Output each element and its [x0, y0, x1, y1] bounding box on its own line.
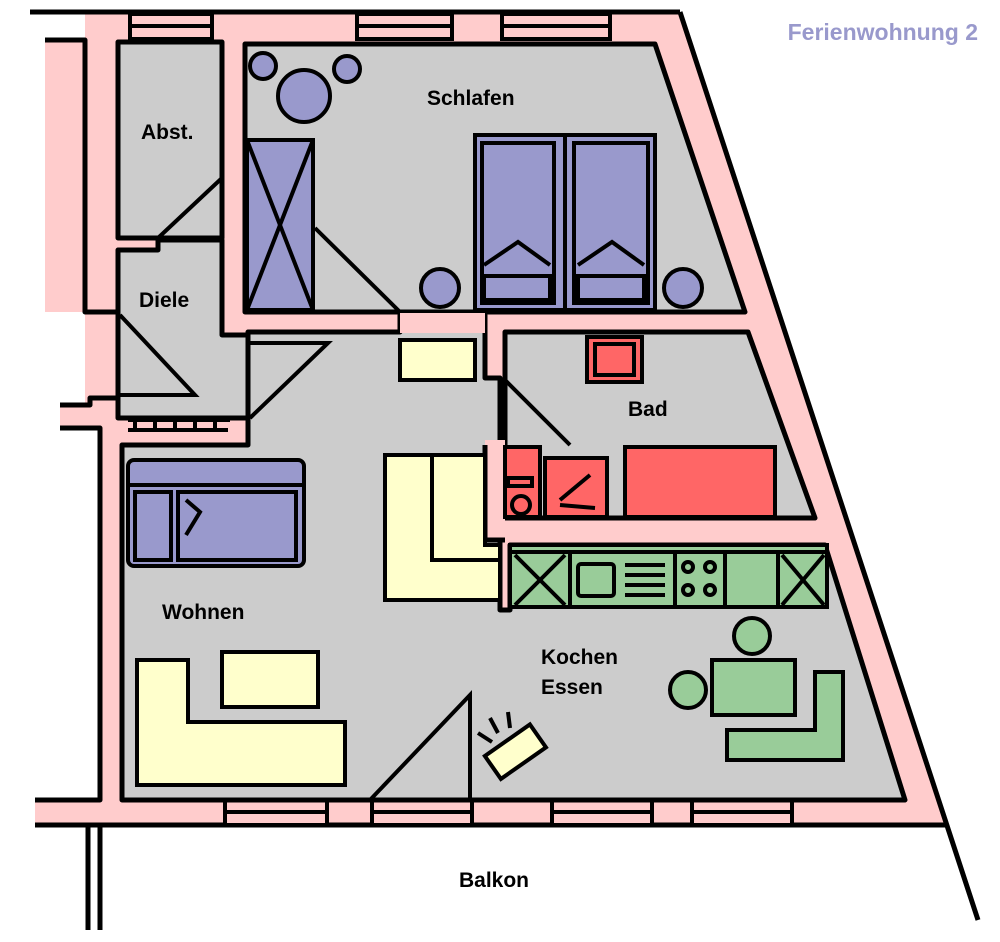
- room-abstellraum: [115, 39, 225, 241]
- bench: [725, 670, 845, 762]
- bath-fixtures: [503, 335, 777, 519]
- label-kochen: Kochen: [541, 646, 618, 669]
- windows-top: [128, 12, 612, 41]
- nightstand: [419, 267, 461, 309]
- sink: [576, 562, 616, 598]
- chair: [668, 670, 708, 710]
- corner-sofa: [135, 658, 347, 787]
- plant-icon: [332, 54, 362, 84]
- coffee-table: [220, 650, 320, 709]
- chair: [732, 616, 772, 656]
- label-balkon: Balkon: [459, 869, 529, 892]
- dining-table: [710, 658, 797, 717]
- shelf-l: [383, 453, 502, 602]
- label-bad: Bad: [628, 398, 668, 421]
- label-abst: Abst.: [141, 121, 194, 144]
- coat-rack: [128, 418, 230, 432]
- plant-icon: [248, 51, 278, 81]
- stove-burner: [681, 560, 695, 574]
- label-wohnen: Wohnen: [162, 601, 244, 624]
- living-furniture: [126, 338, 549, 787]
- label-diele: Diele: [139, 289, 189, 312]
- kitchen-furniture: [508, 543, 845, 762]
- label-schlafen: Schlafen: [427, 87, 515, 110]
- bedroom-furniture: [245, 51, 704, 312]
- bathtub: [623, 445, 777, 519]
- plan-title: Ferienwohnung 2: [788, 19, 978, 45]
- nightstand: [662, 267, 704, 309]
- door-swings: [118, 176, 572, 802]
- table-icon: [276, 68, 332, 124]
- floor-lamp: [482, 721, 549, 782]
- label-essen: Essen: [541, 676, 603, 699]
- windows-bottom: [223, 798, 794, 827]
